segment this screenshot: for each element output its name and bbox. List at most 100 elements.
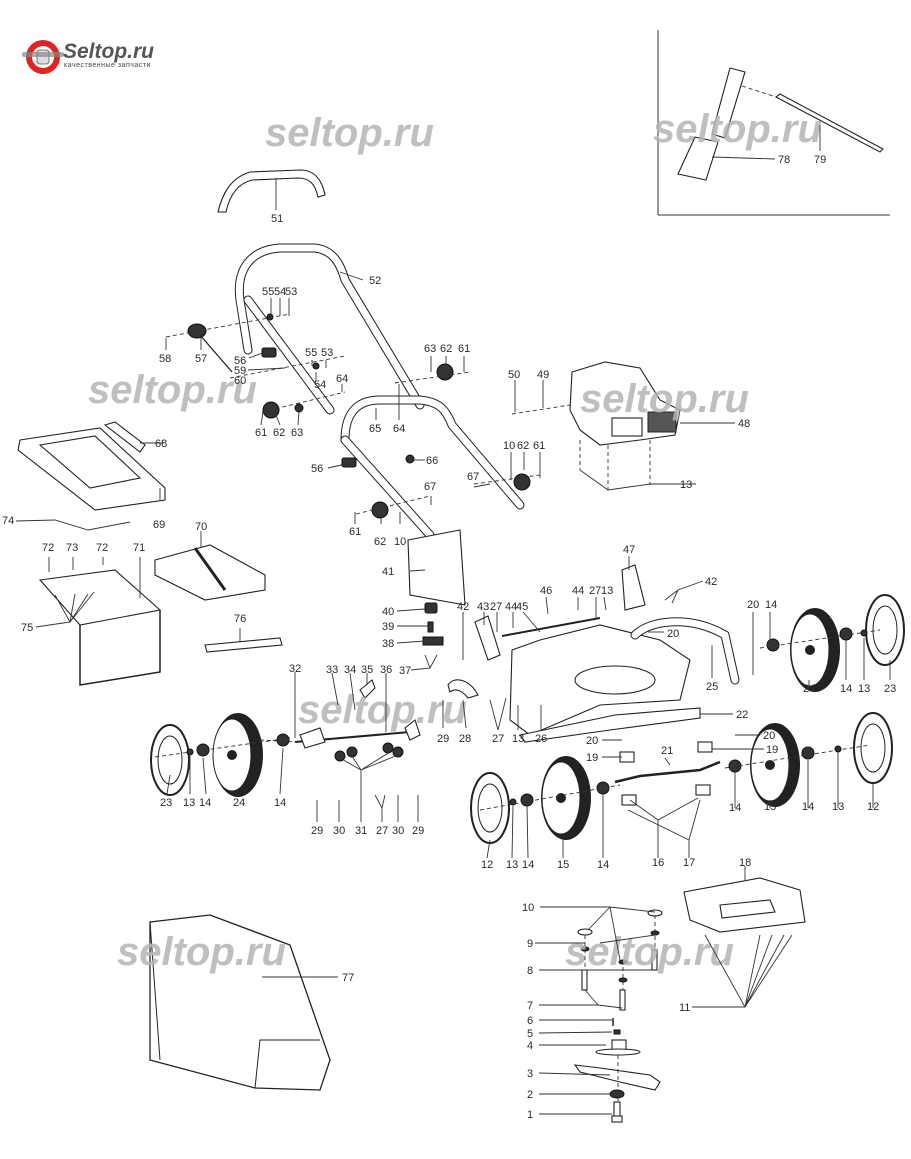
part-label: 25 <box>706 681 718 693</box>
watermark: seltop.ru <box>117 930 286 974</box>
part-label: 54 <box>274 286 286 298</box>
part-label: 41 <box>382 566 394 578</box>
watermark: seltop.ru <box>653 107 822 151</box>
tool-inset-frame <box>657 30 890 216</box>
part-label: 13 <box>680 479 692 491</box>
part-label: 20 <box>667 628 679 640</box>
part-label: 14 <box>802 801 814 813</box>
part-labels: 51 52 55 54 53 58 57 56 59 60 55 53 54 6… <box>2 154 896 1121</box>
part-label: 24 <box>803 683 815 695</box>
part-label: 13 <box>858 683 870 695</box>
part-label: 63 <box>291 427 303 439</box>
part-label: 56 <box>234 355 246 367</box>
part-label: 47 <box>623 544 635 556</box>
height-adjuster-36 <box>259 679 421 749</box>
logo-name: Seltop.ru <box>63 40 154 63</box>
part-label: 62 <box>517 440 529 452</box>
part-label: 21 <box>661 745 673 757</box>
part-label: 2 <box>527 1089 533 1101</box>
part-label: 26 <box>535 733 547 745</box>
part-label: 27 <box>492 733 504 745</box>
part-label: 20 <box>763 730 775 742</box>
catcher-rod-76 <box>204 637 283 653</box>
watermark: seltop.ru <box>580 377 749 421</box>
part-label: 14 <box>522 859 534 871</box>
hubcap-23-right <box>865 594 905 666</box>
part-label: 13 <box>601 585 613 597</box>
part-label: 72 <box>42 542 54 554</box>
part-label: 14 <box>199 797 211 809</box>
part-label: 43 <box>477 601 489 613</box>
watermark: seltop.ru <box>565 930 734 974</box>
part-label: 7 <box>527 1000 533 1012</box>
part-label: 13 <box>506 859 518 871</box>
part-label: 59 <box>234 365 246 377</box>
part-label: 62 <box>374 536 386 548</box>
part-label: 79 <box>814 154 826 166</box>
upper-handle-52 <box>234 243 425 415</box>
part-label: 15 <box>764 801 776 813</box>
rear-axle-25 <box>630 617 740 685</box>
wheel-dash-lines <box>154 629 881 811</box>
part-label: 68 <box>155 438 167 450</box>
part-label: 16 <box>652 857 664 869</box>
part-label: 62 <box>440 343 452 355</box>
part-label: 42 <box>457 601 469 613</box>
part-label: 27 <box>376 825 388 837</box>
seltop-logo[interactable]: Seltop.ru качественные запчасти <box>22 40 154 74</box>
part-label: 20 <box>747 599 759 611</box>
part-label: 23 <box>160 797 172 809</box>
part-label: 18 <box>739 857 751 869</box>
blade-adapter-4 <box>595 1018 641 1056</box>
part-label: 44 <box>505 601 517 613</box>
part-label: 10 <box>522 902 534 914</box>
part-label: 66 <box>426 455 438 467</box>
catcher-top-70 <box>154 544 266 601</box>
part-label: 15 <box>557 859 569 871</box>
part-label: 5 <box>527 1028 533 1040</box>
part-label: 52 <box>369 275 381 287</box>
watermark: seltop.ru <box>298 688 467 732</box>
part-label: 55 <box>305 347 317 359</box>
part-label: 1 <box>527 1109 533 1121</box>
part-label: 71 <box>133 542 145 554</box>
clip-28 <box>447 679 479 699</box>
wrench-bar <box>774 93 884 153</box>
part-label: 20 <box>586 735 598 747</box>
rear-flap-47 <box>621 564 646 611</box>
part-label: 13 <box>832 801 844 813</box>
catcher-frame-71 <box>38 569 162 686</box>
part-label: 13 <box>183 797 195 809</box>
part-label: 14 <box>729 802 741 814</box>
part-label: 32 <box>289 663 301 675</box>
logo-tagline: качественные запчасти <box>64 62 151 69</box>
front-axle-21 <box>614 741 721 806</box>
part-label: 36 <box>380 664 392 676</box>
watermark: seltop.ru <box>88 368 257 412</box>
part-label: 64 <box>336 373 348 385</box>
part-label: 67 <box>424 481 436 493</box>
part-label: 61 <box>533 440 545 452</box>
part-label: 13 <box>512 733 524 745</box>
part-label: 12 <box>867 801 879 813</box>
part-label: 54 <box>314 379 326 391</box>
part-label: 28 <box>459 733 471 745</box>
side-discharge-18 <box>683 877 806 933</box>
control-panel-41 <box>407 529 466 646</box>
part-label: 29 <box>437 733 449 745</box>
watermarks: seltop.ru seltop.ru seltop.ru seltop.ru … <box>88 107 822 974</box>
part-label: 58 <box>159 353 171 365</box>
part-label: 11 <box>679 1002 690 1014</box>
part-label: 72 <box>96 542 108 554</box>
part-label: 30 <box>392 825 404 837</box>
part-label: 19 <box>766 744 778 756</box>
part-label: 53 <box>285 286 297 298</box>
part-label: 35 <box>361 664 373 676</box>
part-label: 46 <box>540 585 552 597</box>
spark-plug-wrench <box>677 67 774 181</box>
blade-washer-2 <box>609 1089 625 1099</box>
grass-catcher-lid-69 <box>17 427 166 511</box>
part-label: 48 <box>738 418 750 430</box>
part-label: 27 <box>490 601 502 613</box>
